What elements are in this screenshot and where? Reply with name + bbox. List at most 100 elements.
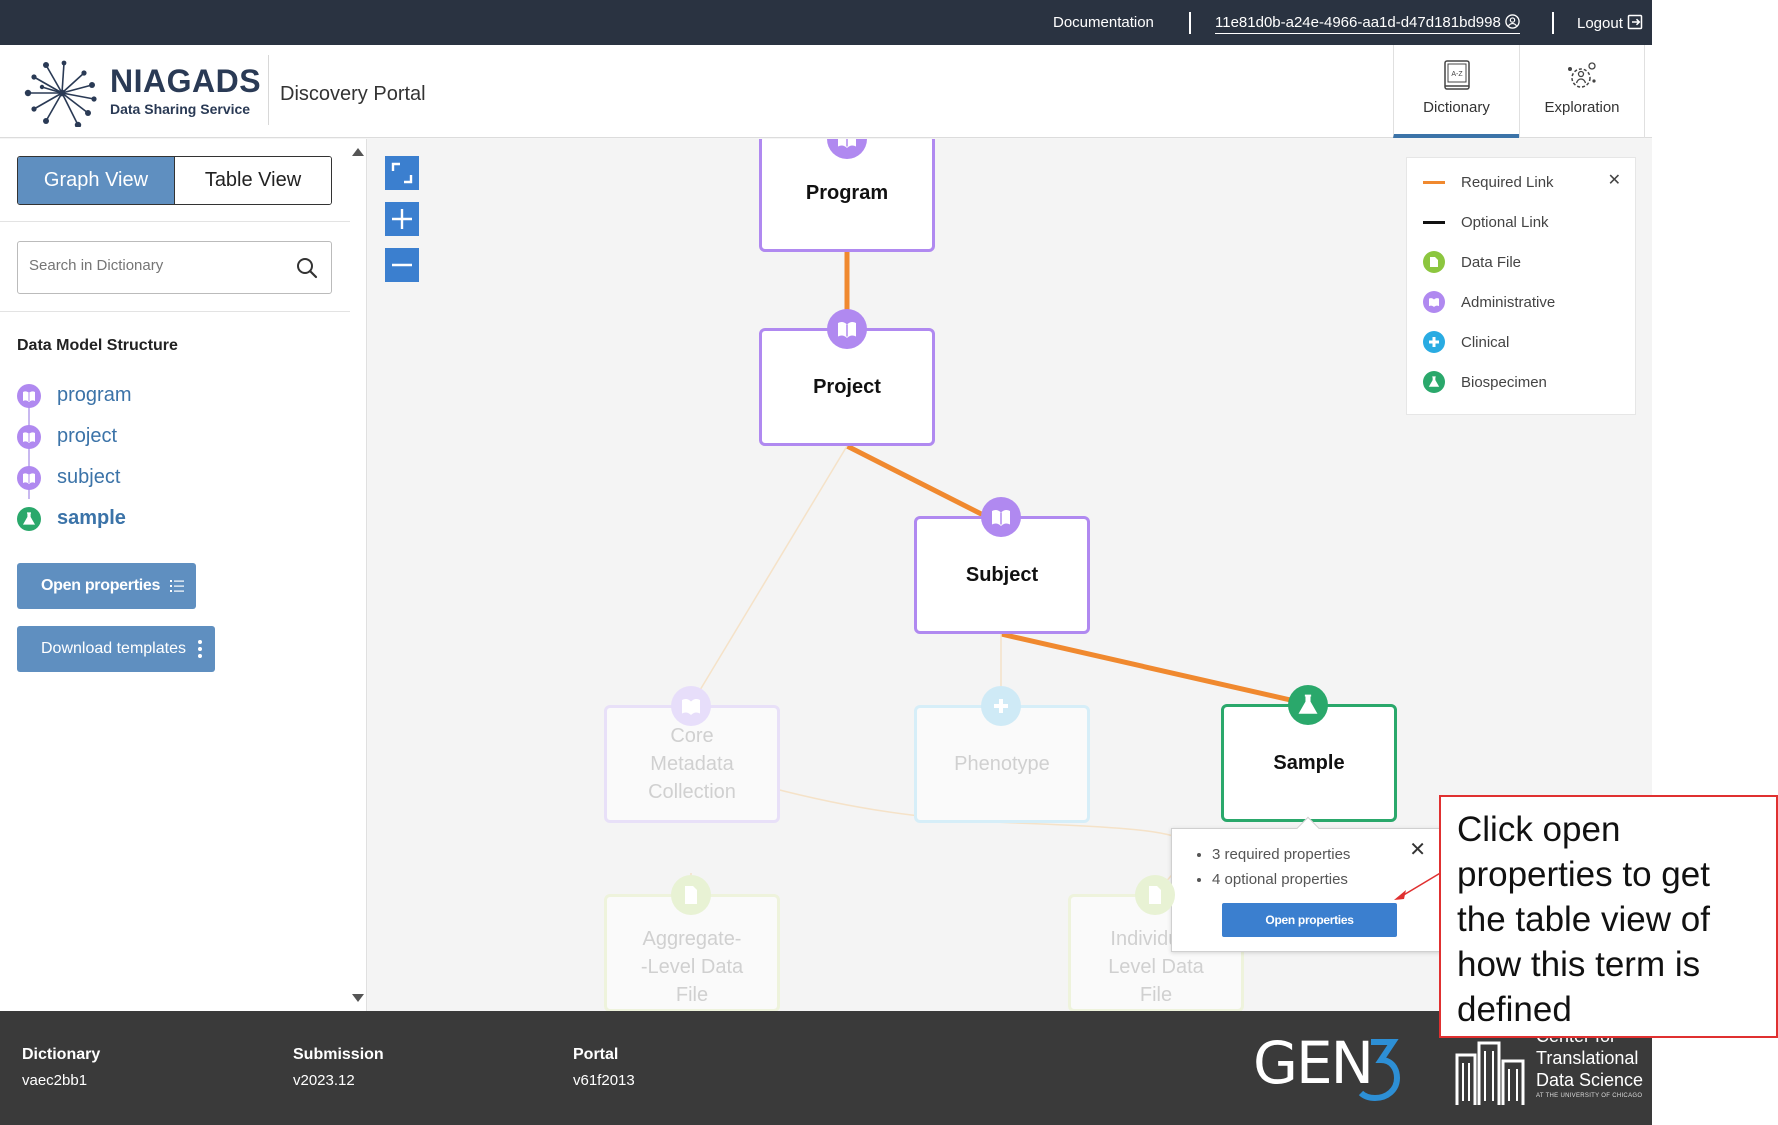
- user-account-link[interactable]: 11e81d0b-a24e-4966-aa1d-d47d181bd998: [1215, 14, 1520, 34]
- search-icon[interactable]: [295, 256, 319, 280]
- documentation-link[interactable]: Documentation: [1053, 14, 1154, 31]
- legend-label: Biospecimen: [1461, 373, 1547, 391]
- structure-item-label: subject: [57, 466, 121, 488]
- niagads-logo[interactable]: NIAGADS Data Sharing Service: [22, 59, 264, 129]
- sidebar-divider: [0, 221, 350, 222]
- property-summary-list: 3 required properties 4 optional propert…: [1212, 842, 1350, 892]
- administrative-book-icon: [1423, 291, 1445, 313]
- sidebar-divider: [0, 311, 350, 312]
- administrative-book-icon: [671, 686, 711, 726]
- node-label: Project: [813, 376, 881, 398]
- data-file-icon: [1135, 875, 1175, 915]
- optional-link-faded: [690, 445, 848, 706]
- gen3-app: Documentation 11e81d0b-a24e-4966-aa1d-d4…: [0, 0, 1652, 1125]
- legend-label: Clinical: [1461, 333, 1510, 351]
- legend-required-link: Required Link: [1423, 174, 1554, 191]
- structure-item-label: program: [57, 384, 132, 406]
- popup-open-properties-button[interactable]: Open properties: [1222, 903, 1397, 937]
- annotation-callout: Click open properties to get the table v…: [1439, 795, 1778, 1038]
- gen3-logo[interactable]: GEN: [1253, 1028, 1413, 1108]
- structure-item-label: project: [57, 425, 118, 447]
- node-label: Aggregate- -Level Data File: [640, 928, 744, 1006]
- footer-label: Dictionary: [22, 1046, 101, 1063]
- legend-optional-link: Optional Link: [1423, 214, 1549, 231]
- nav-dictionary-label: Dictionary: [1423, 99, 1490, 116]
- logout-link[interactable]: Logout: [1577, 14, 1643, 32]
- zoom-in-button[interactable]: [385, 202, 419, 236]
- dictionary-sidebar: Graph View Table View Data Model Structu…: [0, 139, 367, 1011]
- minus-icon: [392, 263, 412, 267]
- structure-item-sample[interactable]: sample: [17, 498, 131, 539]
- structure-item-project[interactable]: project: [17, 416, 131, 457]
- administrative-book-icon: [17, 383, 41, 408]
- scroll-up-arrow-icon[interactable]: [352, 148, 364, 156]
- node-label: Core Metadata Collection: [648, 725, 736, 803]
- annotation-arrow-icon: [1394, 871, 1443, 900]
- user-id: 11e81d0b-a24e-4966-aa1d-d47d181bd998: [1215, 14, 1501, 31]
- node-label: Program: [805, 182, 889, 204]
- nav-dictionary[interactable]: A-Z Dictionary: [1393, 45, 1519, 138]
- optional-properties-count: 4 optional properties: [1212, 867, 1350, 892]
- administrative-book-icon: [17, 465, 41, 490]
- user-circle-icon: [1505, 14, 1520, 29]
- required-link-project-subject: [845, 443, 1003, 527]
- footer-value: v2023.12: [293, 1072, 355, 1089]
- view-toggle: Graph View Table View: [17, 156, 332, 205]
- footer-dictionary-version: Dictionary vaec2bb1: [22, 1046, 100, 1089]
- node-label: Phenotype: [954, 753, 1050, 775]
- search-input[interactable]: [29, 257, 279, 274]
- fit-icon: [391, 162, 413, 184]
- dictionary-search: [17, 241, 332, 294]
- footer-value: vaec2bb1: [22, 1072, 88, 1089]
- biospecimen-flask-icon: [1288, 685, 1328, 725]
- list-icon: [170, 580, 185, 592]
- node-properties-popup: 3 required properties 4 optional propert…: [1171, 816, 1441, 952]
- optional-link-swatch: [1423, 221, 1445, 224]
- nav-exploration[interactable]: Exploration: [1519, 45, 1645, 138]
- required-properties-count: 3 required properties: [1212, 842, 1350, 867]
- legend-label: Optional Link: [1461, 214, 1549, 231]
- administrative-book-icon: [827, 309, 867, 349]
- close-icon[interactable]: ✕: [1409, 839, 1426, 861]
- header-divider: [268, 55, 269, 125]
- required-link-subject-sample: [1000, 631, 1309, 707]
- download-templates-button[interactable]: Download templates: [17, 626, 215, 672]
- data-file-icon: [671, 875, 711, 915]
- header: NIAGADS Data Sharing Service Discovery P…: [0, 45, 1652, 138]
- node-label: Subject: [965, 564, 1039, 586]
- administrative-book-icon: [827, 139, 867, 159]
- data-model-structure-title: Data Model Structure: [17, 337, 178, 354]
- ctds-building-icon: [1455, 1041, 1525, 1105]
- structure-item-subject[interactable]: subject: [17, 457, 131, 498]
- portal-title: Discovery Portal: [280, 83, 426, 105]
- table-view-button[interactable]: Table View: [175, 157, 331, 204]
- top-bar-divider: [1552, 12, 1554, 34]
- niagads-network-icon: [24, 60, 97, 129]
- close-icon[interactable]: ✕: [1607, 172, 1621, 189]
- zoom-out-button[interactable]: [385, 248, 419, 282]
- footer-submission-version: Submission v2023.12: [293, 1046, 384, 1089]
- ctds-line: Translational: [1536, 1048, 1639, 1068]
- structure-item-label: sample: [57, 507, 126, 529]
- footer: Dictionary vaec2bb1 Submission v2023.12 …: [0, 1011, 1652, 1125]
- legend-label: Data File: [1461, 253, 1522, 271]
- top-bar-divider: [1189, 12, 1191, 34]
- open-properties-button[interactable]: Open properties: [17, 563, 196, 609]
- structure-item-program[interactable]: program: [17, 375, 131, 416]
- dictionary-graph-canvas[interactable]: Program Project Subject Core Metadata Co…: [368, 139, 1652, 1011]
- open-properties-label: Open properties: [41, 577, 161, 594]
- legend-label: Required Link: [1461, 174, 1554, 191]
- fit-to-screen-button[interactable]: [385, 156, 419, 190]
- graph-view-button[interactable]: Graph View: [18, 157, 175, 204]
- clinical-cross-icon: [1423, 331, 1445, 353]
- svg-text:A-Z: A-Z: [1451, 71, 1463, 78]
- dictionary-book-icon: A-Z: [1443, 60, 1470, 90]
- data-model-structure-list: program project subject sample: [17, 375, 131, 539]
- download-templates-label: Download templates: [41, 640, 186, 657]
- nav-exploration-label: Exploration: [1544, 99, 1620, 116]
- exploration-icon: [1568, 62, 1596, 88]
- clinical-cross-icon: [981, 686, 1021, 726]
- scroll-down-arrow-icon[interactable]: [352, 994, 364, 1002]
- logout-label: Logout: [1577, 15, 1623, 32]
- top-bar: Documentation 11e81d0b-a24e-4966-aa1d-d4…: [0, 0, 1652, 45]
